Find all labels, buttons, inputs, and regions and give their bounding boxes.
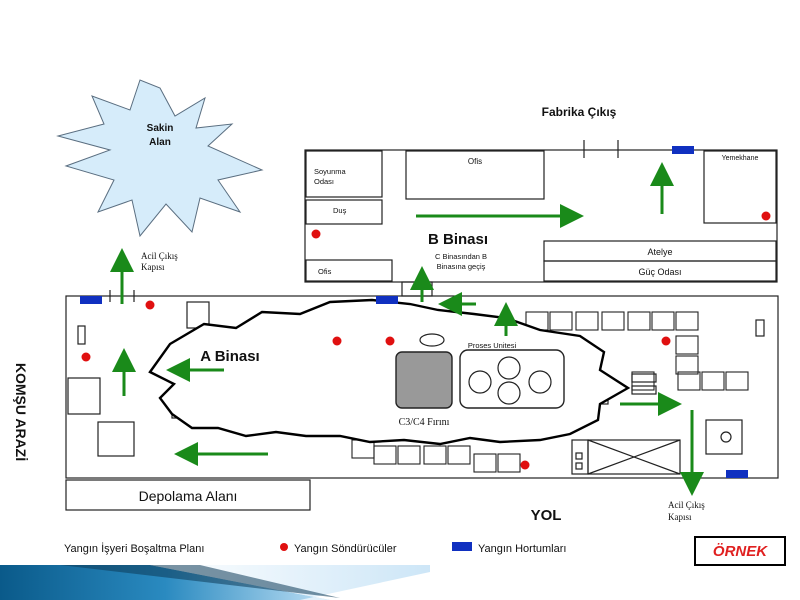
safe-area-burst: [56, 79, 264, 238]
building-b-label: B Binası: [428, 231, 488, 248]
office-b-top: [405, 150, 545, 200]
office-b-left: [305, 259, 393, 282]
fire-hose: [672, 146, 694, 154]
process-unit-box: [459, 349, 565, 409]
changing-room: [305, 150, 383, 198]
grid-square: [675, 335, 699, 355]
dining-label: Yemekhane: [722, 155, 759, 162]
shower-label: Duş: [333, 206, 347, 215]
grid-square: [725, 371, 749, 391]
emergency-exit-left-door: [109, 290, 135, 302]
factory-exit-door: [583, 140, 619, 158]
grid-square: [423, 445, 447, 465]
legend-extinguishers-label: Yangın Söndürücüler: [294, 543, 397, 555]
grid-square: [677, 371, 701, 391]
building-a-core: [148, 298, 631, 446]
legend-plan-title: Yangın İşyeri Boşaltma Planı: [64, 542, 204, 555]
valve-oval: [419, 333, 445, 347]
fire-extinguisher: [145, 300, 155, 310]
fire-extinguisher: [332, 336, 342, 346]
grid-square: [631, 371, 655, 391]
office-left-label: Ofis: [318, 267, 332, 276]
building-a-label: A Binası: [200, 348, 259, 365]
grid-square: [575, 311, 599, 331]
fire-hose: [376, 296, 398, 304]
grid-square: [473, 453, 497, 473]
room-a5: [705, 419, 743, 455]
emergency-exit-left-label-2: Kapısı: [141, 262, 165, 272]
legend: Yangın İşyeri Boşaltma Planı Yangın Sönd…: [64, 542, 566, 555]
room-a2: [67, 377, 101, 415]
fire-extinguisher: [311, 229, 321, 239]
fire-extinguisher: [520, 460, 530, 470]
building-a-core-outline: [148, 298, 631, 446]
grid-square: [601, 311, 625, 331]
emergency-exit-left-label-1: Acil Çıkış: [141, 251, 178, 261]
furnace-unit: [395, 351, 453, 409]
grid-square: [373, 445, 397, 465]
safe-area: Sakin Alan: [56, 79, 264, 238]
grid-square: [675, 355, 699, 375]
emergency-exit-right-label-1: Acil Çıkış: [668, 500, 705, 510]
building-b: [304, 149, 778, 297]
bottom-swoosh: [0, 565, 430, 600]
grid-square: [651, 311, 675, 331]
office-top-label: Ofis: [468, 157, 482, 166]
grid-square: [549, 311, 573, 331]
storage-area: [65, 479, 311, 511]
example-badge-text: ÖRNEK: [712, 542, 768, 560]
passage-label-2: Binasına geçiş: [437, 262, 486, 271]
dining-room: [703, 150, 777, 224]
furnace-label: C3/C4 Fırını: [399, 417, 450, 428]
factory-exit-label: Fabrika Çıkış: [542, 105, 617, 119]
power-room: [543, 260, 777, 282]
grid-square: [675, 311, 699, 331]
power-room-label: Güç Odası: [638, 267, 681, 277]
process-unit-label: Proses Unitesi: [468, 341, 517, 350]
legend-hose-marker: [452, 542, 472, 551]
workshop-label: Atelye: [647, 247, 672, 257]
b-to-a-connector: [401, 281, 433, 297]
passage-label-1: C Binasından B: [435, 252, 487, 261]
fire-hose: [726, 470, 748, 478]
evacuation-arrows: [110, 162, 704, 496]
fire-extinguisher: [761, 211, 771, 221]
fire-hose: [80, 296, 102, 304]
panel-box: [571, 439, 589, 475]
fire-extinguishers: [81, 211, 771, 470]
example-badge: ÖRNEK: [694, 536, 786, 566]
safe-area-label-1: Sakin: [147, 123, 174, 134]
room-a3: [97, 421, 135, 457]
grid-square: [701, 371, 725, 391]
grid-square: [447, 445, 471, 465]
column-left: [77, 325, 86, 345]
fire-hoses: [80, 146, 748, 478]
legend-hoses-label: Yangın Hortumları: [478, 543, 566, 555]
changing-room-label-1: Soyunma: [314, 167, 347, 176]
grid-square: [397, 445, 421, 465]
fire-extinguisher: [661, 336, 671, 346]
changing-room-label-2: Odası: [314, 177, 334, 186]
safe-area-label-2: Alan: [149, 137, 171, 148]
column-right: [755, 319, 765, 337]
grid-square: [497, 453, 521, 473]
legend-extinguisher-marker: [280, 543, 288, 551]
fire-extinguisher: [81, 352, 91, 362]
building-b-outline: [304, 149, 778, 283]
shower-room: [305, 199, 383, 225]
drain-right: [720, 431, 732, 443]
neighbor-label: KOMŞU ARAZİ: [13, 363, 29, 461]
fire-extinguisher: [385, 336, 395, 346]
emergency-exit-right-label-2: Kapısı: [668, 512, 692, 522]
road-label: YOL: [531, 507, 562, 524]
storage-label: Depolama Alanı: [139, 488, 238, 504]
grid-square: [627, 311, 651, 331]
